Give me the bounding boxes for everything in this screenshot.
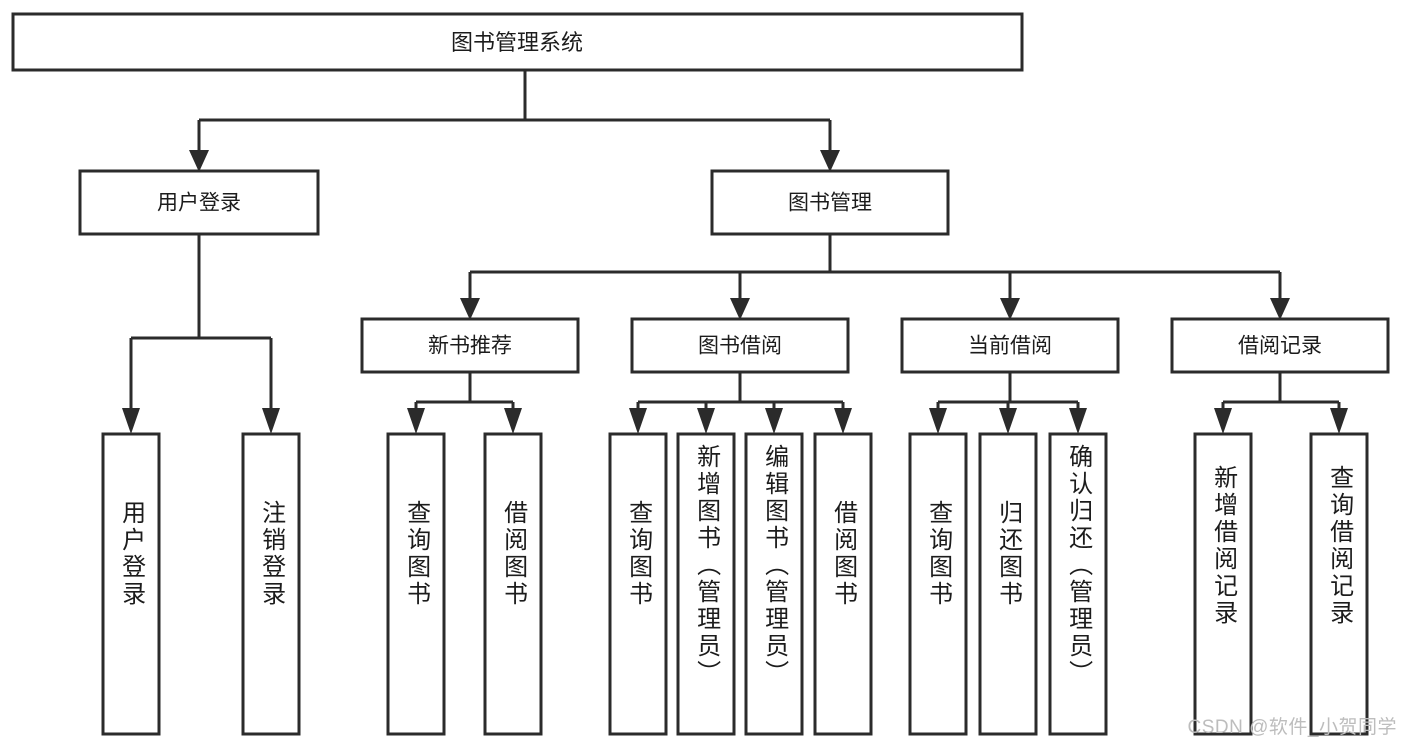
arrowhead-leaf-borrowrecord-1 <box>1330 408 1348 434</box>
arrowhead-leaf-currentborrow-2 <box>1069 408 1087 434</box>
node-label-new-book-recommend: 新书推荐 <box>428 335 512 358</box>
arrowhead-to-current-borrow <box>1000 298 1020 320</box>
arrowhead-leaf-newbook-1 <box>504 408 522 434</box>
arrowhead-leaf-bookborrow-1 <box>697 408 715 434</box>
leaf-box-user-login-0[interactable] <box>101 432 161 736</box>
arrowhead-leaf-bookborrow-0 <box>629 408 647 434</box>
leaf-box-book-borrow-1[interactable] <box>676 432 736 736</box>
arrowhead-leaf-newbook-0 <box>407 408 425 434</box>
leaf-box-current-borrow-0[interactable] <box>908 432 968 736</box>
node-layer: 图书管理系统 用户登录 图书管理 新书推荐 图书借阅 当前借阅 借阅记录 <box>11 12 1390 736</box>
node-label-root: 图书管理系统 <box>451 30 583 55</box>
leaf-box-current-borrow-2[interactable] <box>1048 432 1108 736</box>
leaf-box-borrow-record-1[interactable] <box>1309 432 1369 736</box>
arrowhead-to-user-login <box>189 150 209 172</box>
leaf-box-book-borrow-3[interactable] <box>813 432 873 736</box>
connector-layer <box>122 70 1348 434</box>
leaf-box-new-book-1[interactable] <box>483 432 543 736</box>
node-label-book-manage: 图书管理 <box>788 192 872 215</box>
arrowhead-to-new-book <box>460 298 480 320</box>
arrowhead-leaf-borrowrecord-0 <box>1214 408 1232 434</box>
arrowhead-leaf-currentborrow-1 <box>999 408 1017 434</box>
node-box-root[interactable] <box>11 12 1024 72</box>
node-box-book-borrow[interactable] <box>630 317 850 374</box>
leaf-box-current-borrow-1[interactable] <box>978 432 1038 736</box>
leaf-box-book-borrow-0[interactable] <box>608 432 668 736</box>
leaf-box-new-book-0[interactable] <box>386 432 446 736</box>
arrowhead-to-book-manage <box>820 150 840 172</box>
arrowhead-to-book-borrow <box>730 298 750 320</box>
node-label-user-login: 用户登录 <box>157 192 241 215</box>
node-box-user-login[interactable] <box>78 169 320 236</box>
arrowhead-leaf-bookborrow-3 <box>834 408 852 434</box>
node-label-book-borrow: 图书借阅 <box>698 335 782 358</box>
arrowhead-leaf-currentborrow-0 <box>929 408 947 434</box>
node-label-borrow-record: 借阅记录 <box>1238 335 1322 358</box>
arrowhead-leaf-user-login-0 <box>122 408 140 434</box>
leaf-box-book-borrow-2[interactable] <box>744 432 804 736</box>
arrowhead-to-borrow-record <box>1270 298 1290 320</box>
node-box-borrow-record[interactable] <box>1170 317 1390 374</box>
arrowhead-leaf-bookborrow-2 <box>765 408 783 434</box>
node-label-current-borrow: 当前借阅 <box>968 335 1052 358</box>
node-box-new-book-recommend[interactable] <box>360 317 580 374</box>
node-box-current-borrow[interactable] <box>900 317 1120 374</box>
leaf-box-user-login-1[interactable] <box>241 432 301 736</box>
arrowhead-leaf-user-login-1 <box>262 408 280 434</box>
node-box-book-manage[interactable] <box>710 169 950 236</box>
leaf-box-borrow-record-0[interactable] <box>1193 432 1253 736</box>
csdn-watermark: CSDN @软件_小贺同学 <box>1187 717 1397 738</box>
